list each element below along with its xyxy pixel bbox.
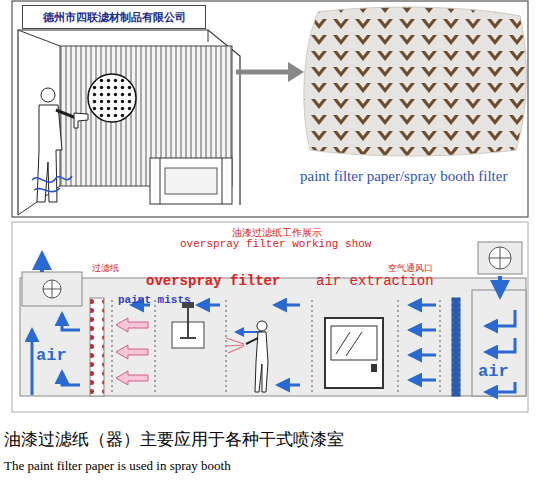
dotted-divider: [398, 300, 399, 395]
air-arrow-turn: [486, 310, 515, 326]
air-arrow-turn: [486, 338, 515, 352]
top-panel-frame: [12, 1, 528, 217]
dotted-divider: [440, 300, 441, 395]
dotted-divider: [226, 300, 227, 395]
panel-title: 油漆过滤纸工作展示: [232, 226, 322, 240]
cart-post: [160, 158, 161, 204]
zoom-arrow-head: [288, 62, 304, 82]
caption-english: The paint filter paper is used in spray …: [4, 458, 231, 474]
zoom-arrow-shaft: [236, 70, 290, 75]
intake-arrow-down: [498, 276, 502, 296]
paint-mist-arrow: [116, 371, 148, 385]
air-label: air: [36, 346, 67, 365]
window-glint: [336, 332, 350, 354]
dotted-divider: [155, 300, 156, 395]
air-flow-arrow: [198, 304, 220, 307]
work-cart: [150, 158, 232, 204]
mixer-shaft: [187, 306, 189, 338]
paint-mist-arrow: [116, 345, 148, 359]
door-handle: [371, 364, 377, 372]
mixer-blade: [180, 337, 196, 339]
spray-scribble: [34, 188, 60, 192]
booth-ceiling-line: [18, 30, 60, 46]
lower-panel-frame: [12, 222, 528, 412]
sign-text: 德州市四联滤材制品有限公司: [43, 10, 186, 25]
painter-body: [37, 105, 62, 202]
air-label: air: [478, 362, 509, 381]
part-label: 过滤纸: [92, 262, 119, 275]
air-flow-arrow: [275, 304, 300, 307]
air-arrow-up: [62, 314, 80, 330]
air-flow-arrow: [410, 329, 436, 332]
filter-paper-closeup: [304, 7, 527, 156]
left-fan: [43, 280, 61, 298]
right-intake-housing: [472, 290, 526, 396]
company-sign: 德州市四联滤材制品有限公司: [22, 5, 206, 29]
air-flow-arrow: [278, 384, 300, 387]
right-fan: [489, 247, 511, 269]
air-arrow-turn: [486, 382, 515, 392]
air-flow-arrow: [410, 354, 436, 357]
filter-detail-circle: [88, 74, 136, 122]
air-flow-arrow: [410, 304, 436, 307]
dotted-divider: [112, 300, 113, 395]
cart-part: [165, 168, 217, 194]
cart-post: [222, 158, 223, 204]
booth-edge: [208, 30, 209, 42]
right-fan-housing: [478, 242, 522, 274]
spray-gun: [74, 113, 88, 128]
caption: 油漆过滤纸（器）主要应用于各种干式喷漆室: [4, 428, 344, 451]
booth-door: [325, 318, 383, 388]
intake-filter: [452, 298, 460, 396]
air-arrow-up: [31, 330, 34, 395]
air-flow-arrow: [410, 379, 436, 382]
product-label: paint filter paper/spray booth filter: [300, 168, 507, 185]
paint-mist-arrow: [116, 318, 148, 332]
dotted-divider: [312, 300, 313, 395]
left-exhaust-housing: [22, 272, 82, 306]
booth-body: [20, 278, 526, 396]
window-glint: [346, 332, 362, 356]
painter-head: [257, 321, 267, 331]
fan-blade: [500, 247, 501, 269]
spray-scribble: [32, 176, 72, 182]
exhaust-arrow-up: [40, 254, 44, 272]
panel-subtitle: overspray filter working show: [180, 238, 371, 250]
spray-cone: [226, 338, 244, 353]
part-label: overspray filter: [146, 273, 280, 289]
painter-body: [255, 332, 268, 392]
booth-frame: [18, 30, 240, 215]
painter-arm: [56, 110, 76, 118]
flow-label: paint mists: [118, 294, 191, 306]
door-window: [331, 326, 377, 360]
painter-head: [41, 88, 55, 102]
air-arrow-up: [62, 372, 80, 385]
flow-label: air extraction: [316, 273, 434, 289]
overspray-filter-column: [90, 298, 104, 396]
painter-arm: [246, 338, 258, 344]
fan-blade: [52, 280, 53, 298]
